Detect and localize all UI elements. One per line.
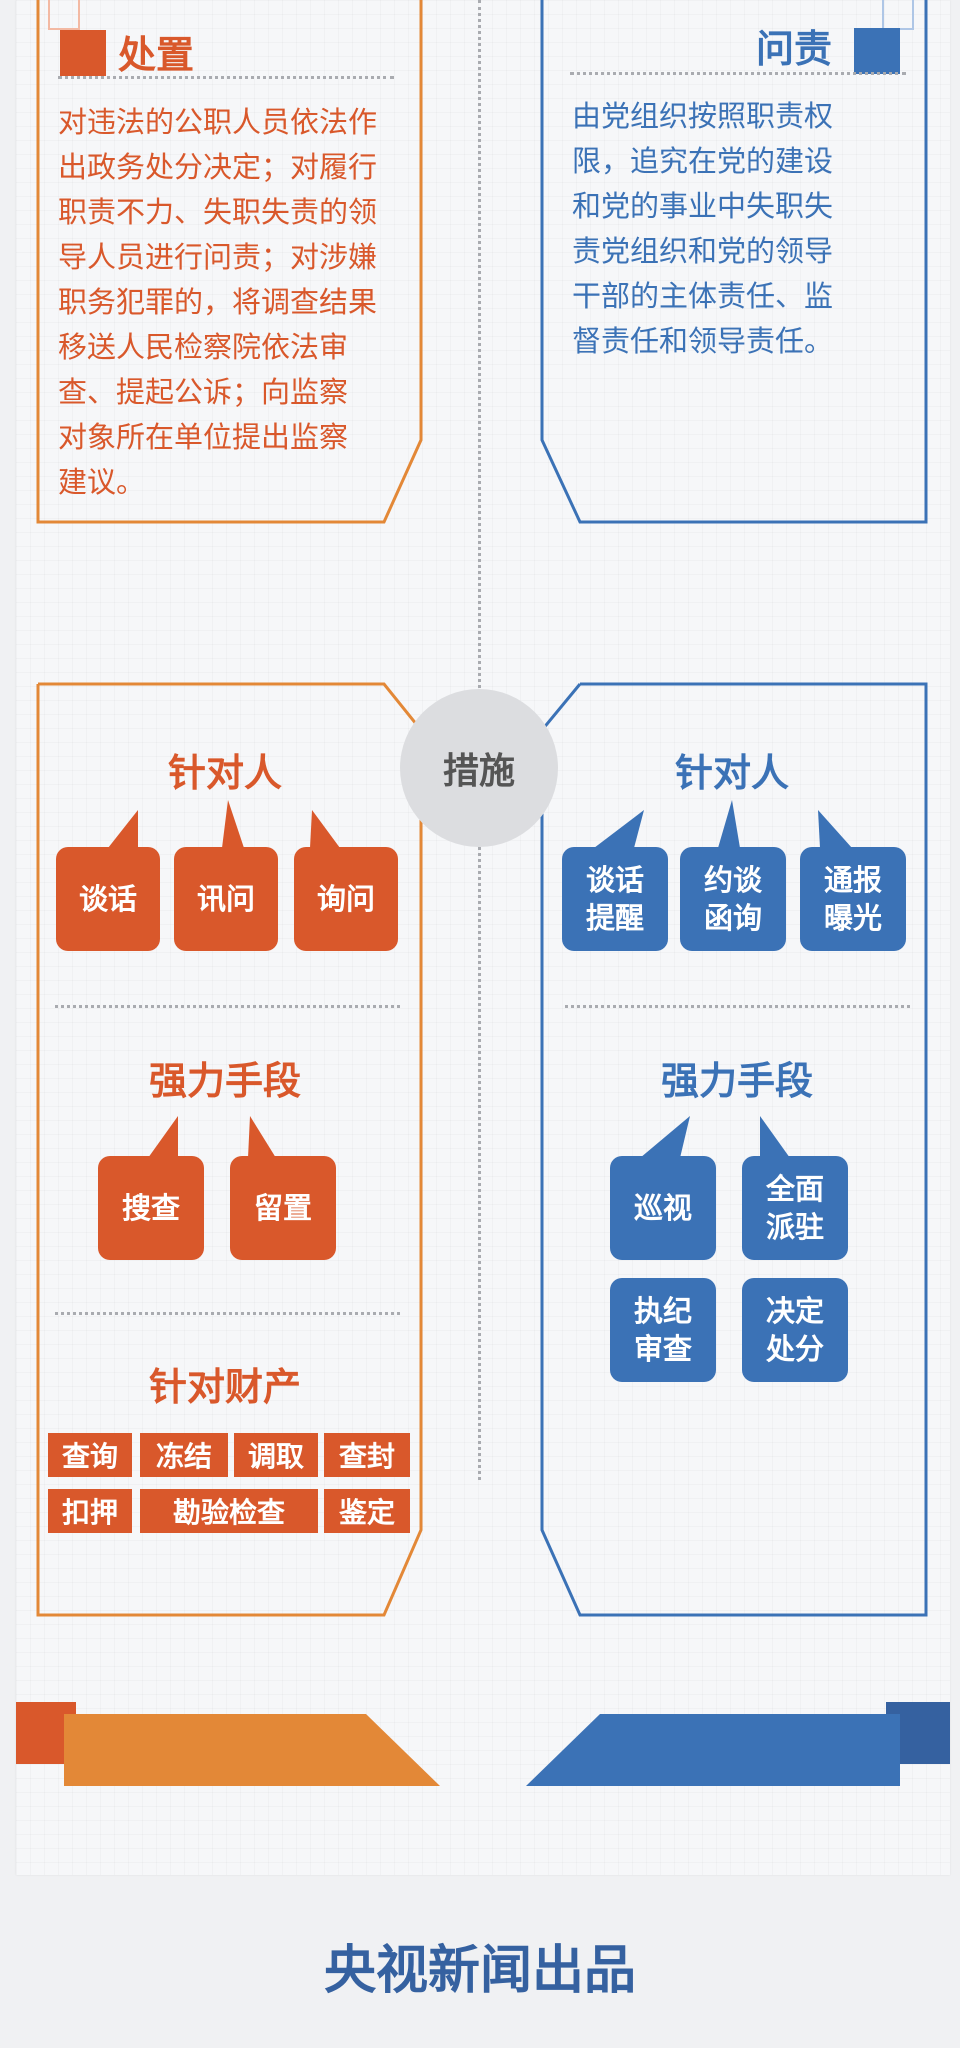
text-line: 职责不力、失职失责的领: [58, 195, 378, 229]
right-person-item: 通报 曝光: [800, 847, 906, 951]
property-cell: 扣押: [48, 1489, 132, 1533]
text-line: 由党组织按照职责权: [572, 99, 834, 133]
accountability-icon: [854, 28, 900, 74]
accountability-title: 问责: [756, 27, 833, 71]
left-force-item: 留置: [230, 1156, 336, 1260]
right-force-item: 全面 派驻: [742, 1156, 848, 1260]
text-line: 建议。: [58, 465, 146, 499]
text-line: 干部的主体责任、监: [572, 279, 834, 313]
corner-decoration-left: [48, 0, 80, 30]
measures-circle: 措施: [400, 689, 558, 847]
left-force-item: 搜查: [98, 1156, 204, 1260]
right-force-item: 执纪 审查: [610, 1278, 716, 1382]
left-divider-2: [55, 1312, 400, 1315]
right-person-item: 谈话 提醒: [562, 847, 668, 951]
property-cell: 冻结: [140, 1433, 228, 1477]
right-force-item: 巡视: [610, 1156, 716, 1260]
measures-label: 措施: [442, 751, 515, 792]
right-divider-1: [565, 1005, 910, 1008]
property-cell: 查封: [324, 1433, 410, 1477]
accountability-text: 由党组织按照职责权限，追究在党的建设和党的事业中失职失责党组织和党的领导干部的主…: [572, 94, 912, 364]
text-line: 责党组织和党的领导: [572, 234, 834, 268]
footer-credit: 央视新闻出品: [323, 1941, 636, 2001]
text-line: 对象所在单位提出监察: [58, 420, 349, 454]
text-line: 对违法的公职人员依法作: [58, 105, 378, 139]
text-line: 职务犯罪的，将调查结果: [58, 285, 378, 319]
text-line: 移送人民检察院依法审: [58, 330, 349, 364]
text-line: 查、提起公诉；向监察: [58, 375, 349, 409]
infographic-card: [16, 0, 950, 1875]
left-property-title: 针对财产: [148, 1365, 301, 1409]
disposal-text: 对违法的公职人员依法作出政务处分决定；对履行职责不力、失职失责的领导人员进行问责…: [58, 100, 418, 505]
right-person-item: 约谈 函询: [680, 847, 786, 951]
property-cell: 鉴定: [324, 1489, 410, 1533]
accountability-divider: [570, 72, 906, 75]
text-line: 导人员进行问责；对涉嫌: [58, 240, 378, 274]
left-force-tails: [148, 1116, 276, 1158]
left-person-item: 讯问: [174, 847, 278, 951]
left-force-title: 强力手段: [148, 1059, 301, 1103]
disposal-icon: [60, 30, 106, 76]
right-person-title: 针对人: [674, 751, 789, 795]
right-force-item: 决定 处分: [742, 1278, 848, 1382]
property-cell: 查询: [48, 1433, 132, 1477]
left-person-item: 谈话: [56, 847, 160, 951]
text-line: 和党的事业中失职失: [572, 189, 834, 223]
property-cell: 勘验检查: [140, 1489, 318, 1533]
bottom-ribbons: [16, 1702, 950, 1786]
right-force-tails: [640, 1116, 790, 1158]
text-line: 督责任和领导责任。: [572, 324, 834, 358]
disposal-title: 处置: [118, 33, 195, 77]
left-person-tails: [108, 800, 340, 848]
left-divider-1: [55, 1005, 400, 1008]
text-line: 出政务处分决定；对履行: [58, 150, 378, 184]
left-person-item: 询问: [294, 847, 398, 951]
disposal-divider: [58, 76, 394, 79]
right-person-tails: [594, 800, 852, 848]
text-line: 限，追究在党的建设: [572, 144, 834, 178]
left-person-title: 针对人: [167, 751, 282, 795]
property-cell: 调取: [234, 1433, 318, 1477]
right-force-title: 强力手段: [660, 1059, 813, 1103]
